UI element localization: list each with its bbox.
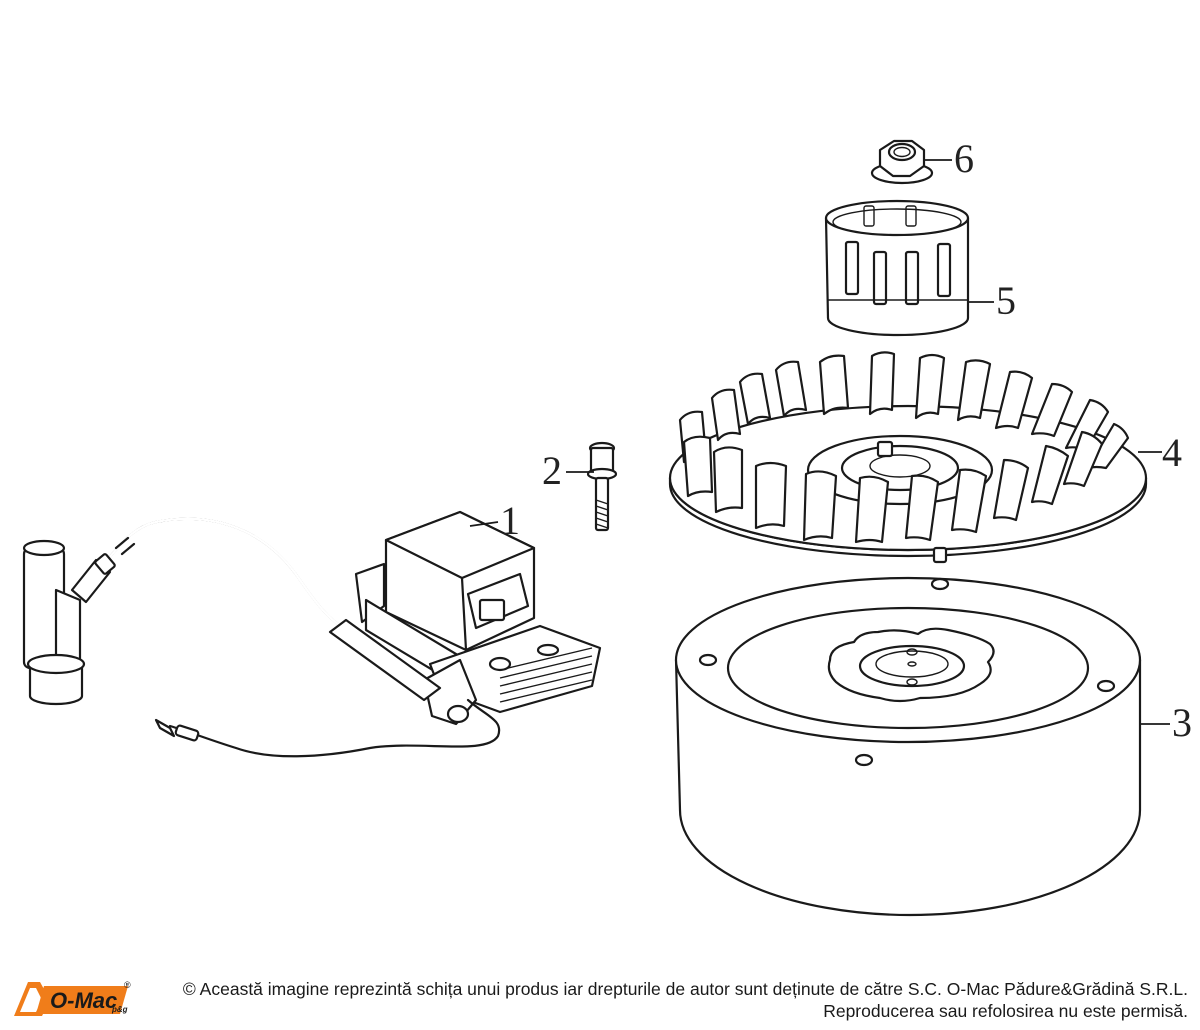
callout-5: 5 — [996, 278, 1016, 323]
copyright-notice: © Această imagine reprezintă schița unui… — [148, 978, 1188, 1022]
callout-labels: 1 2 3 4 5 6 — [469, 136, 1192, 745]
flange-nut-part — [870, 139, 934, 185]
starter-cup-part — [824, 199, 970, 337]
o-mac-logo: O-Mac p&g ® — [10, 976, 138, 1020]
svg-text:®: ® — [124, 980, 131, 990]
bolt-part — [586, 441, 618, 532]
svg-text:O-Mac: O-Mac — [50, 988, 117, 1013]
cooling-fan-part — [668, 351, 1148, 564]
ignition-coil-part — [22, 510, 602, 758]
callout-4: 4 — [1162, 430, 1182, 475]
copyright-line-2: Reproducerea sau refolosirea nu este per… — [823, 1001, 1188, 1021]
callout-2: 2 — [542, 448, 562, 493]
exploded-parts-diagram: 1 2 3 4 5 6 — [22, 136, 1192, 917]
callout-6: 6 — [954, 136, 974, 181]
svg-text:p&g: p&g — [111, 1005, 128, 1014]
footer: O-Mac p&g ® © Această imagine reprezintă… — [0, 968, 1200, 1030]
callout-3: 3 — [1172, 700, 1192, 745]
callout-1: 1 — [500, 498, 520, 543]
copyright-line-1: © Această imagine reprezintă schița unui… — [182, 979, 1188, 999]
flywheel-part — [674, 576, 1142, 917]
